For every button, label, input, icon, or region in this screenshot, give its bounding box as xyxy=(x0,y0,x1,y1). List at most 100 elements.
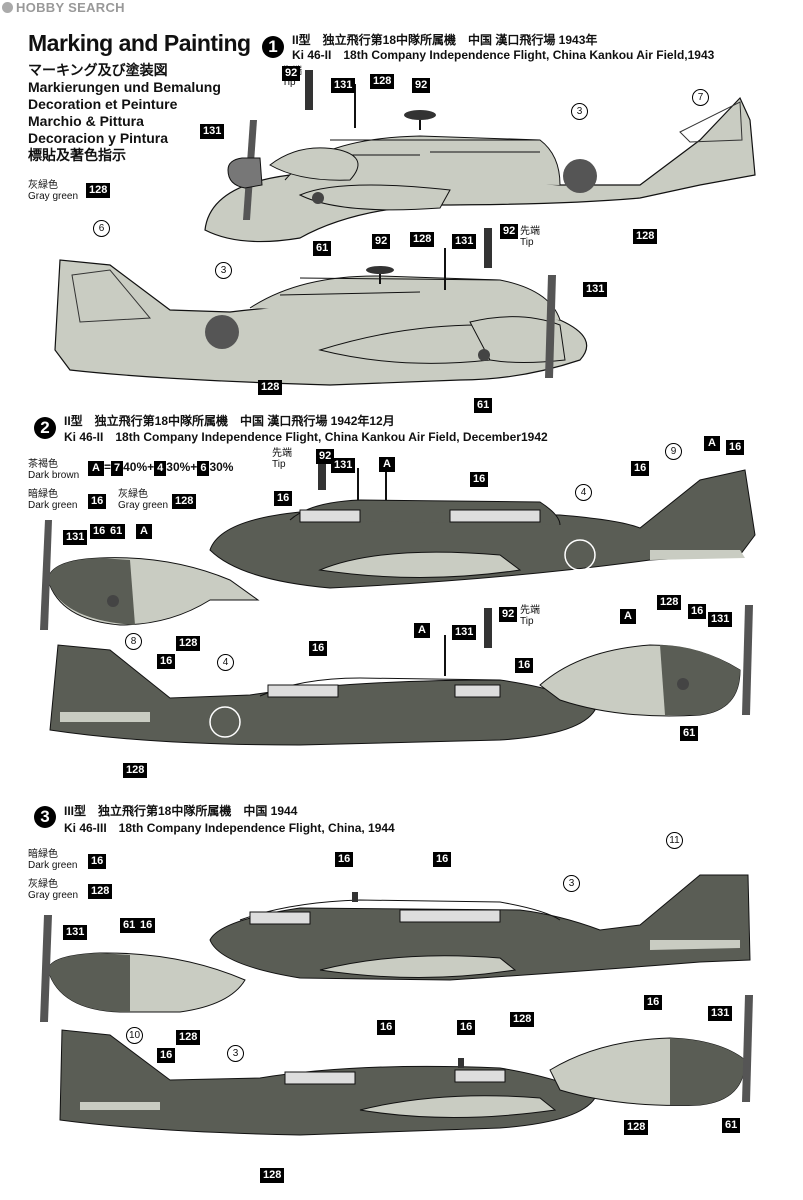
marker-4-a: 4 xyxy=(575,484,592,501)
code-16-p: 16 xyxy=(457,1020,476,1035)
code-128-c: 128 xyxy=(410,232,435,247)
code-128-g: 128 xyxy=(123,763,148,778)
subtitle-jp: マーキング及び塗装図 xyxy=(28,62,168,78)
section1-number: 1 xyxy=(262,36,284,58)
legend2-gray-green: 灰緑色 Gray green xyxy=(118,489,169,511)
page-title: Marking and Painting xyxy=(28,30,251,56)
section3-title-jp: III型 独立飛行第18中隊所属機 中国 1944 xyxy=(64,804,298,818)
section1-title-jp: II型 独立飛行第18中隊所属機 中国 漢口飛行場 1943年 xyxy=(292,33,598,47)
legend1-code: 128 xyxy=(86,183,111,198)
code-16-f: 16 xyxy=(688,604,707,619)
code-16-c: 16 xyxy=(726,440,745,455)
code-92-b: 92 xyxy=(412,78,431,93)
legend3-code-16: 16 xyxy=(88,854,107,869)
code-16-n: 16 xyxy=(157,1048,176,1063)
code-92-c: 92 xyxy=(372,234,391,249)
code-128-e: 128 xyxy=(657,595,682,610)
legend2-dark-green: 暗緑色 Dark green xyxy=(28,489,78,511)
legend3-dark-green: 暗緑色 Dark green xyxy=(28,849,78,871)
code-128-f: 128 xyxy=(176,636,201,651)
code-A-e: A xyxy=(414,623,430,638)
code-16-i: 16 xyxy=(515,658,534,673)
code-131-g: 131 xyxy=(708,612,733,627)
aircraft-2-fuselage-lower xyxy=(49,608,596,746)
section3-number: 3 xyxy=(34,806,56,828)
code-92-e: 92 xyxy=(316,449,335,464)
marker-3-c: 3 xyxy=(563,875,580,892)
code-131-b: 131 xyxy=(200,124,225,139)
code-131-d: 131 xyxy=(583,282,608,297)
section2-title-en: Ki 46-II 18th Company Independence Fligh… xyxy=(64,430,548,444)
aircraft-1-lower xyxy=(54,228,588,386)
marker-9: 9 xyxy=(665,443,682,460)
code-A-a: A xyxy=(379,457,395,472)
code-128-j: 128 xyxy=(624,1120,649,1135)
aircraft-1-upper xyxy=(204,70,756,243)
legend2-dark-brown: 茶褐色 Dark brown xyxy=(28,459,80,481)
code-128-a: 128 xyxy=(370,74,395,89)
section2-number: 2 xyxy=(34,417,56,439)
code-131-f: 131 xyxy=(63,530,88,545)
marker-11: 11 xyxy=(666,832,683,849)
legend3-gray-green: 灰緑色 Gray green xyxy=(28,879,79,901)
marker-3-b: 3 xyxy=(215,262,232,279)
code-16-a: 16 xyxy=(470,472,489,487)
code-16-j: 16 xyxy=(335,852,354,867)
subtitle-cn: 標貼及著色指示 xyxy=(28,147,126,163)
code-16-o: 16 xyxy=(377,1020,396,1035)
legend3-code-128: 128 xyxy=(88,884,113,899)
code-16-e: 16 xyxy=(90,524,109,539)
subtitle-fr: Decoration et Peinture xyxy=(28,96,178,112)
marker-7: 7 xyxy=(692,89,709,106)
legend2-code-128: 128 xyxy=(172,494,197,509)
code-128-k: 128 xyxy=(260,1168,285,1183)
code-16-k: 16 xyxy=(433,852,452,867)
subtitle-it: Marchio & Pittura xyxy=(28,113,144,129)
code-92-d: 92 xyxy=(500,224,519,239)
code-16-h: 16 xyxy=(309,641,328,656)
section2-title-jp: II型 独立飛行第18中隊所属機 中国 漢口飛行場 1942年12月 xyxy=(64,414,395,428)
aircraft-2-nacelle-left xyxy=(40,520,260,630)
marker-10: 10 xyxy=(126,1027,143,1044)
code-16-d: 16 xyxy=(274,491,293,506)
aircraft-3-nacelle-left xyxy=(40,915,246,1022)
code-A-b: A xyxy=(704,436,720,451)
code-61-e: 61 xyxy=(120,918,139,933)
section3-title-en: Ki 46-III 18th Company Independence Flig… xyxy=(64,821,395,835)
code-61-a: 61 xyxy=(313,241,332,256)
marker-8: 8 xyxy=(125,633,142,650)
section3-aircraft-drawings xyxy=(40,874,753,1136)
marker-4-b: 4 xyxy=(217,654,234,671)
code-61-c: 61 xyxy=(107,524,126,539)
code-128-i: 128 xyxy=(176,1030,201,1045)
marker-3-a: 3 xyxy=(571,103,588,120)
code-A-d: A xyxy=(620,609,636,624)
code-128-b: 128 xyxy=(633,229,658,244)
logo-icon xyxy=(2,2,13,13)
code-128-d: 128 xyxy=(258,380,283,395)
marker-6: 6 xyxy=(93,220,110,237)
aircraft-3-fuselage-upper xyxy=(209,874,751,981)
watermark: HOBBY SEARCH xyxy=(2,0,125,15)
section1-aircraft-drawings xyxy=(54,70,756,386)
aircraft-3-fuselage-lower xyxy=(59,1029,596,1136)
code-131-j: 131 xyxy=(708,1006,733,1021)
code-61-d: 61 xyxy=(680,726,699,741)
section2-aircraft-drawings xyxy=(40,450,756,746)
code-61-f: 61 xyxy=(722,1118,741,1133)
legend2-code-16: 16 xyxy=(88,494,107,509)
code-131-i: 131 xyxy=(63,925,88,940)
code-128-h: 128 xyxy=(510,1012,535,1027)
code-16-l: 16 xyxy=(137,918,156,933)
marker-3-d: 3 xyxy=(227,1045,244,1062)
aircraft-2-nacelle-right xyxy=(539,605,753,717)
aircraft-3-nacelle-right xyxy=(549,995,753,1106)
legend1-item: 灰緑色 Gray green xyxy=(28,180,79,202)
code-131-a: 131 xyxy=(331,78,356,93)
code-16-b: 16 xyxy=(631,461,650,476)
code-131-e: 131 xyxy=(331,458,356,473)
